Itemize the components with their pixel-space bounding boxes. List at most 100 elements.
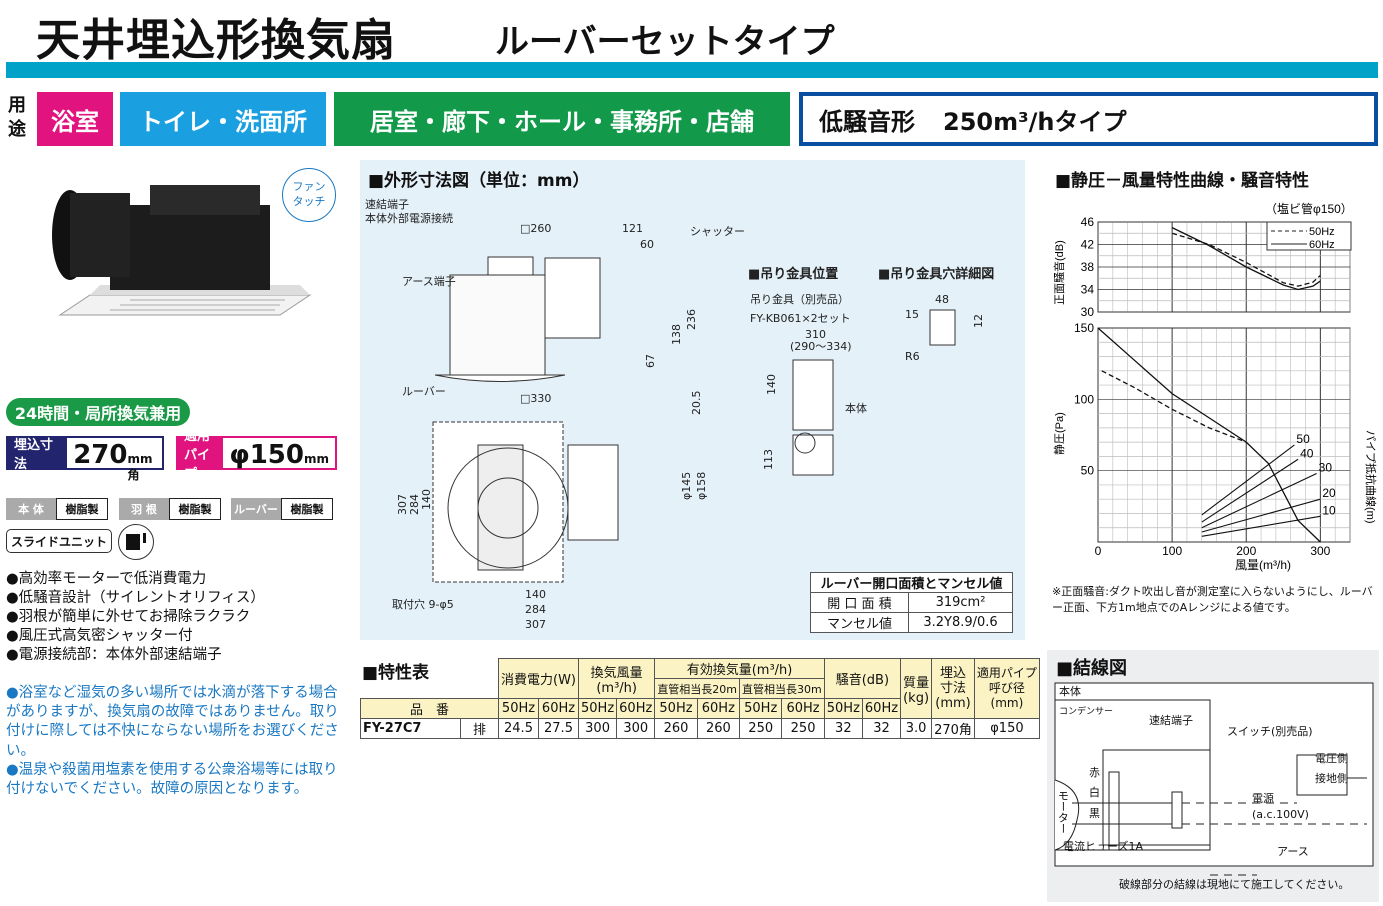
- dimension-drawing: 速結端子 本体外部電源接続 □260 121 60 シャッター アース端子 23…: [365, 197, 994, 631]
- cell: 3.2Y8.9/0.6: [908, 612, 1013, 633]
- header-cell: 埋込 寸法 (mm): [931, 658, 975, 719]
- wiring-label: コンデンサー: [1059, 705, 1113, 717]
- material-value: 樹脂製: [281, 498, 333, 520]
- pipe-curve-label: 40: [1300, 446, 1314, 460]
- pipe-curve-30: [1201, 473, 1317, 529]
- pipe-curve-label: 50: [1296, 432, 1310, 446]
- material-part: 羽 根: [119, 498, 169, 520]
- wiring-label: 電流ヒューズ1A: [1063, 839, 1143, 853]
- value-cell: 24.5: [498, 718, 539, 739]
- dim-label: 284: [408, 494, 421, 515]
- hole-label: 15: [905, 308, 919, 321]
- chart-xlabel: 風量(m³/h): [1235, 558, 1291, 572]
- dim-label: 67: [644, 354, 657, 368]
- 24h-pill: 24時間・局所換気兼用: [6, 398, 190, 426]
- embed-value: 270: [73, 440, 128, 470]
- wiring-label: アース: [1277, 845, 1309, 858]
- wiring-label: モーター: [1057, 790, 1070, 834]
- performance-chart: （塩ビ管φ150） 正面騒音(dB) 静圧(Pa) パイプ抵抗曲線(m) 風量(…: [1052, 201, 1378, 572]
- louver-table-title: ルーバー開口面積とマンセル値: [810, 572, 1013, 593]
- dim-label: 307: [396, 494, 409, 515]
- material-part: 本 体: [6, 498, 56, 520]
- y-tick-label: 30: [1081, 305, 1095, 319]
- feature-item: ●電源接続部：本体外部速結端子: [6, 647, 222, 663]
- dim-label: 本体外部電源接続: [365, 211, 453, 225]
- material-louver: ルーバー樹脂製: [231, 498, 333, 520]
- x-tick-label: 0: [1095, 544, 1102, 558]
- dim-label: 取付穴 9-φ5: [392, 597, 454, 611]
- pipe-curve-10: [1201, 515, 1321, 537]
- value-cell: 32: [861, 718, 902, 739]
- dim-label: 284: [525, 603, 546, 616]
- spec-table-title: ■特性表: [362, 663, 430, 683]
- hz-cell: 60Hz: [616, 698, 656, 719]
- cell: 開 口 面 積: [810, 592, 909, 613]
- hz-cell: 60Hz: [861, 698, 902, 719]
- dimension-title: ■外形寸法図（単位：mm）: [368, 171, 590, 191]
- value-cell: 260: [654, 718, 698, 739]
- dim-label: 20.5: [690, 391, 703, 416]
- value-cell: 300: [616, 718, 656, 739]
- header-cell: 騒音(dB): [823, 658, 902, 699]
- wiring-note: 破線部分の結線は現地にて施工してください。: [1119, 877, 1349, 891]
- pipe-curve-label: 10: [1322, 503, 1336, 517]
- pipe-label: 適用パイプ: [178, 429, 224, 482]
- pipe-curve-label: 20: [1322, 486, 1336, 500]
- legend-50hz: 50Hz: [1309, 226, 1335, 238]
- feature-item: ●低騒音設計（サイレントオリフィス）: [6, 590, 265, 606]
- feature-item: ●風圧式高気密シャッター付: [6, 628, 193, 644]
- feature-list: ●高効率モーターで低消費電力 ●低騒音設計（サイレントオリフィス） ●羽根が簡単…: [6, 570, 265, 665]
- hanger-label: 113: [762, 449, 775, 470]
- y-tick-label: 46: [1081, 215, 1095, 229]
- dim-label: アース端子: [402, 275, 456, 288]
- series-50Hz-line: [1171, 232, 1321, 287]
- pipe-curve-label: パイプ抵抗曲線(m): [1364, 430, 1378, 524]
- type-label: 低騒音形: [819, 107, 915, 136]
- dim-label: 140: [525, 588, 546, 601]
- wiring-label: 白: [1089, 785, 1100, 799]
- chart-subtitle: （塩ビ管φ150）: [1265, 201, 1353, 216]
- wiring-label: 赤: [1089, 766, 1100, 779]
- wiring-label: 電圧側: [1315, 752, 1348, 765]
- dim-label: 速結端子: [365, 197, 409, 211]
- y-tick-label: 100: [1074, 392, 1094, 406]
- spec-table: 消費電力(W) 換気風量 (m³/h) 有効換気量(m³/h) 騒音(dB) 質…: [360, 658, 1040, 739]
- hole-label: 12: [972, 314, 985, 328]
- product-image: [52, 185, 312, 316]
- hanger-label: 310: [805, 328, 826, 341]
- capacity-label: 250m³/hタイプ: [943, 107, 1127, 136]
- wiring-label: (a.c.100V): [1252, 808, 1309, 821]
- embed-label: 埋込寸法: [8, 438, 68, 472]
- plot-area: [1097, 327, 1351, 543]
- hz-cell: 50Hz: [498, 698, 539, 719]
- cell: マンセル値: [810, 612, 909, 633]
- hz-cell: 60Hz: [538, 698, 579, 719]
- hz-cell: 50Hz: [577, 698, 618, 719]
- dim-label: 140: [420, 489, 433, 510]
- wiring-label: 本体: [1059, 684, 1081, 698]
- y-tick-label: 150: [1074, 321, 1094, 335]
- noise-ylabel: 正面騒音(dB): [1052, 240, 1066, 305]
- dim-label: ルーバー: [402, 385, 446, 398]
- usage-toilet: トイレ・洗面所: [120, 92, 326, 146]
- value-cell: 32: [823, 718, 863, 739]
- dim-label: 236: [685, 309, 698, 330]
- page-subtitle: ルーバーセットタイプ: [495, 22, 835, 62]
- x-tick-label: 100: [1162, 544, 1182, 558]
- header-cell: 品 番: [360, 698, 499, 719]
- x-tick-label: 200: [1236, 544, 1256, 558]
- value-cell: 250: [781, 718, 825, 739]
- header-cell: 質量 (kg): [900, 658, 933, 719]
- y-tick-label: 38: [1081, 260, 1095, 274]
- header-band: [6, 62, 1378, 78]
- legend-60hz: 60Hz: [1309, 239, 1335, 251]
- wiring-title: ■結線図: [1056, 658, 1128, 679]
- usage-label: 用途: [8, 95, 26, 140]
- dim-label: 60: [640, 238, 654, 251]
- usage-bath: 浴室: [37, 92, 113, 146]
- hz-cell: 60Hz: [696, 698, 741, 719]
- material-value: 樹脂製: [169, 498, 221, 520]
